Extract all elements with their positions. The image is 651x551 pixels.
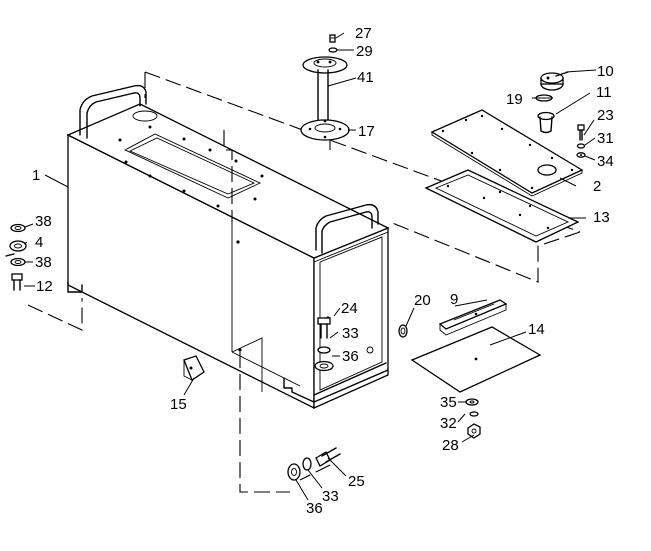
- callout-23: 23: [597, 107, 614, 124]
- leader-lines: [23, 32, 597, 501]
- callout-36-upper: 36: [342, 348, 359, 365]
- callout-24: 24: [341, 300, 358, 317]
- cover-screw: [576, 124, 586, 158]
- callout-14: 14: [528, 321, 545, 338]
- callout-1: 1: [32, 167, 40, 184]
- filler-strainer: [537, 111, 555, 134]
- callout-33-lower: 33: [322, 488, 339, 505]
- callout-41: 41: [357, 69, 374, 86]
- mounting-rail: [438, 299, 508, 336]
- cover-gasket: [424, 169, 580, 243]
- callout-36-lower: 36: [306, 500, 323, 517]
- callout-38-upper: 38: [35, 213, 52, 230]
- callout-9: 9: [450, 291, 458, 308]
- callout-32: 32: [440, 415, 457, 432]
- mounting-bracket: [183, 355, 205, 381]
- base-plate: [410, 326, 542, 393]
- callout-31: 31: [597, 130, 614, 147]
- callout-28: 28: [442, 437, 459, 454]
- filler-breather-assembly: [300, 34, 350, 141]
- bottom-bolts: [287, 447, 341, 481]
- lifting-handle-left: [79, 84, 147, 139]
- callout-20: 20: [414, 292, 431, 309]
- drain-fittings: [314, 317, 408, 372]
- callout-25: 25: [348, 473, 365, 490]
- lifting-handle-right: [315, 203, 379, 254]
- callout-15: 15: [170, 396, 187, 413]
- callout-10: 10: [597, 63, 614, 80]
- callout-27: 27: [355, 25, 372, 42]
- callout-17: 17: [358, 123, 375, 140]
- filler-cap: [540, 71, 569, 91]
- callout-4: 4: [35, 234, 43, 251]
- tank-top-opening: [118, 110, 264, 208]
- callout-33-upper: 33: [342, 325, 359, 342]
- callout-35: 35: [440, 394, 457, 411]
- callout-2: 2: [593, 178, 601, 195]
- callout-34: 34: [597, 153, 614, 170]
- callout-19: 19: [506, 91, 523, 108]
- callout-labels: 1 2 4 9 10 11 12 13 14 15 17 19 20 23 24…: [32, 25, 614, 517]
- callout-12: 12: [36, 278, 53, 295]
- top-cover-plate: [430, 109, 584, 197]
- base-hardware: [465, 398, 481, 439]
- callout-11: 11: [596, 84, 612, 101]
- callout-13: 13: [593, 209, 610, 226]
- left-fittings: [5, 223, 27, 291]
- callout-29: 29: [356, 43, 373, 60]
- callout-38-lower: 38: [35, 254, 52, 271]
